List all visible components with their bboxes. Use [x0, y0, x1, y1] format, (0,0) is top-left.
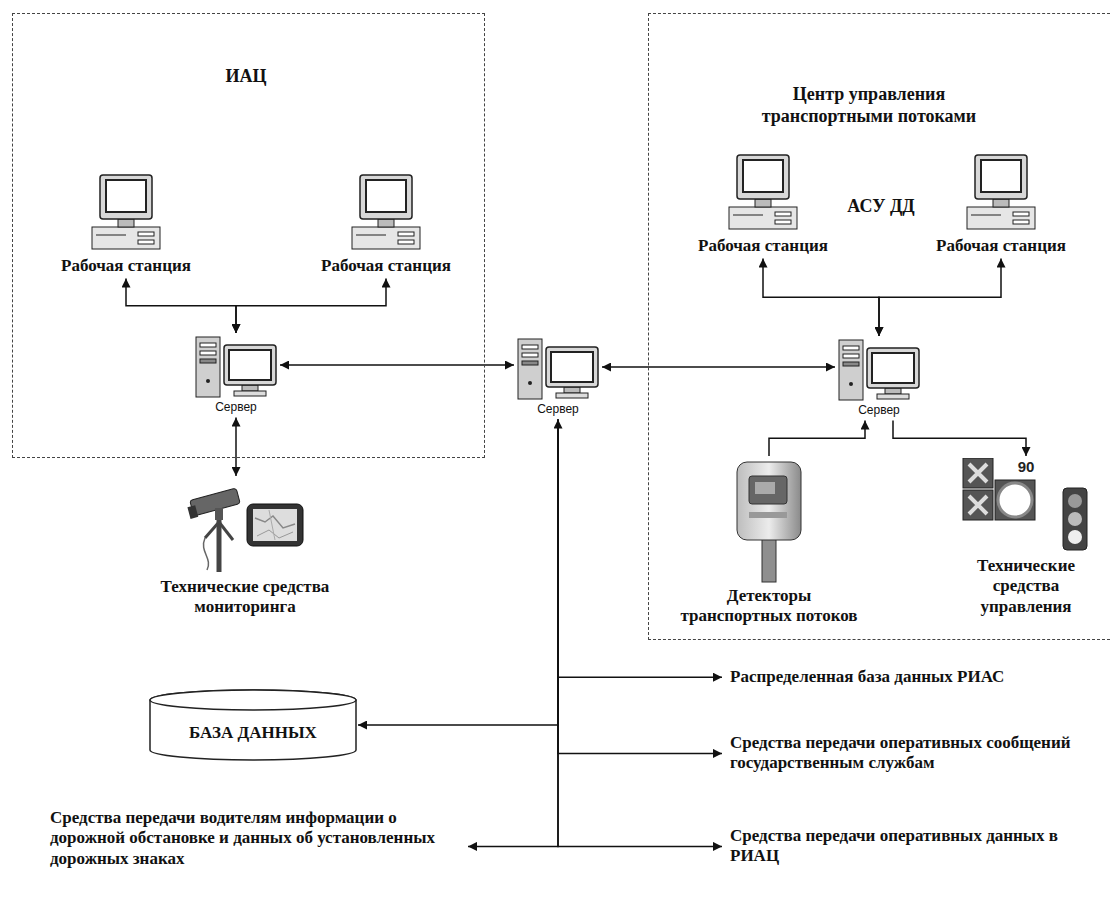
- node-label: Технические средства мониторинга: [140, 577, 350, 618]
- workstation-icon: [86, 173, 166, 253]
- node-label: Сервер: [215, 400, 257, 416]
- server: Сервер: [192, 333, 280, 418]
- server-icon: [837, 338, 921, 402]
- workstation-icon: [723, 153, 803, 233]
- connector: [558, 420, 722, 754]
- node-label: Рабочая станция: [698, 236, 828, 256]
- workstation: Рабочая станция: [934, 151, 1068, 258]
- workstation: Рабочая станция: [696, 151, 830, 258]
- connector: [358, 420, 558, 725]
- monitoring-icon: [185, 478, 305, 574]
- region-title: ИАЦ: [186, 66, 306, 88]
- server: Сервер: [835, 336, 923, 421]
- node-label: Средства передачи водителям информации о…: [50, 808, 460, 869]
- node-label: Сервер: [858, 403, 900, 419]
- database-cylinder: БАЗА ДАННЫХ: [148, 688, 358, 762]
- connector: [126, 278, 236, 333]
- monitoring-equipment: Технические средства мониторинга: [138, 476, 352, 620]
- region-title: АСУ ДД: [826, 196, 936, 218]
- connector: [879, 258, 1001, 336]
- region-title: Центр управления транспортными потоками: [734, 84, 1004, 127]
- connector: [558, 420, 722, 847]
- system-component: Средства передачи оперативных сообщений …: [722, 731, 1088, 776]
- connector: [280, 364, 514, 366]
- workstation-icon: [346, 173, 426, 253]
- connector: [893, 421, 1026, 456]
- connector: [769, 421, 865, 456]
- connector: [235, 418, 237, 476]
- workstation: Рабочая станция: [319, 171, 453, 278]
- detector-icon: [729, 458, 809, 583]
- node-label: Рабочая станция: [61, 256, 191, 276]
- node-label: Рабочая станция: [321, 256, 451, 276]
- system-component: Средства передачи оперативных данных в Р…: [722, 824, 1078, 869]
- node-label: Средства передачи оперативных сообщений …: [730, 733, 1080, 774]
- workstation-icon: [961, 153, 1041, 233]
- workstation: Рабочая станция: [59, 171, 193, 278]
- system-component: Распределенная база данных РИАС: [722, 665, 1012, 689]
- node-label: Сервер: [537, 402, 579, 418]
- connector: [763, 258, 879, 336]
- node-label: Технические средства управления: [964, 556, 1089, 617]
- node-label: Рабочая станция: [936, 236, 1066, 256]
- connector: [236, 278, 386, 333]
- dashed-region: ИАЦ Рабочая станция Рабочая станцияСервер: [12, 13, 485, 458]
- node-label: БАЗА ДАННЫХ: [189, 723, 317, 743]
- speed-limit-number: 90: [1006, 458, 1046, 498]
- node-label: Распределенная база данных РИАС: [730, 667, 1004, 687]
- node-label: Средства передачи оперативных данных в Р…: [730, 826, 1070, 867]
- server: Сервер: [514, 335, 602, 420]
- control-equipment: Технические средства управления 90: [959, 456, 1093, 619]
- server-icon: [194, 335, 278, 399]
- dashed-region: Центр управления транспортными потокамиА…: [648, 13, 1110, 640]
- system-component: Средства передачи водителям информации о…: [42, 806, 468, 871]
- connector: [468, 420, 558, 847]
- connector: [602, 366, 835, 368]
- traffic-detector: Детекторы транспортных потоков: [667, 456, 871, 629]
- connector: [558, 420, 722, 678]
- server-icon: [516, 337, 600, 401]
- node-label: Детекторы транспортных потоков: [669, 586, 869, 627]
